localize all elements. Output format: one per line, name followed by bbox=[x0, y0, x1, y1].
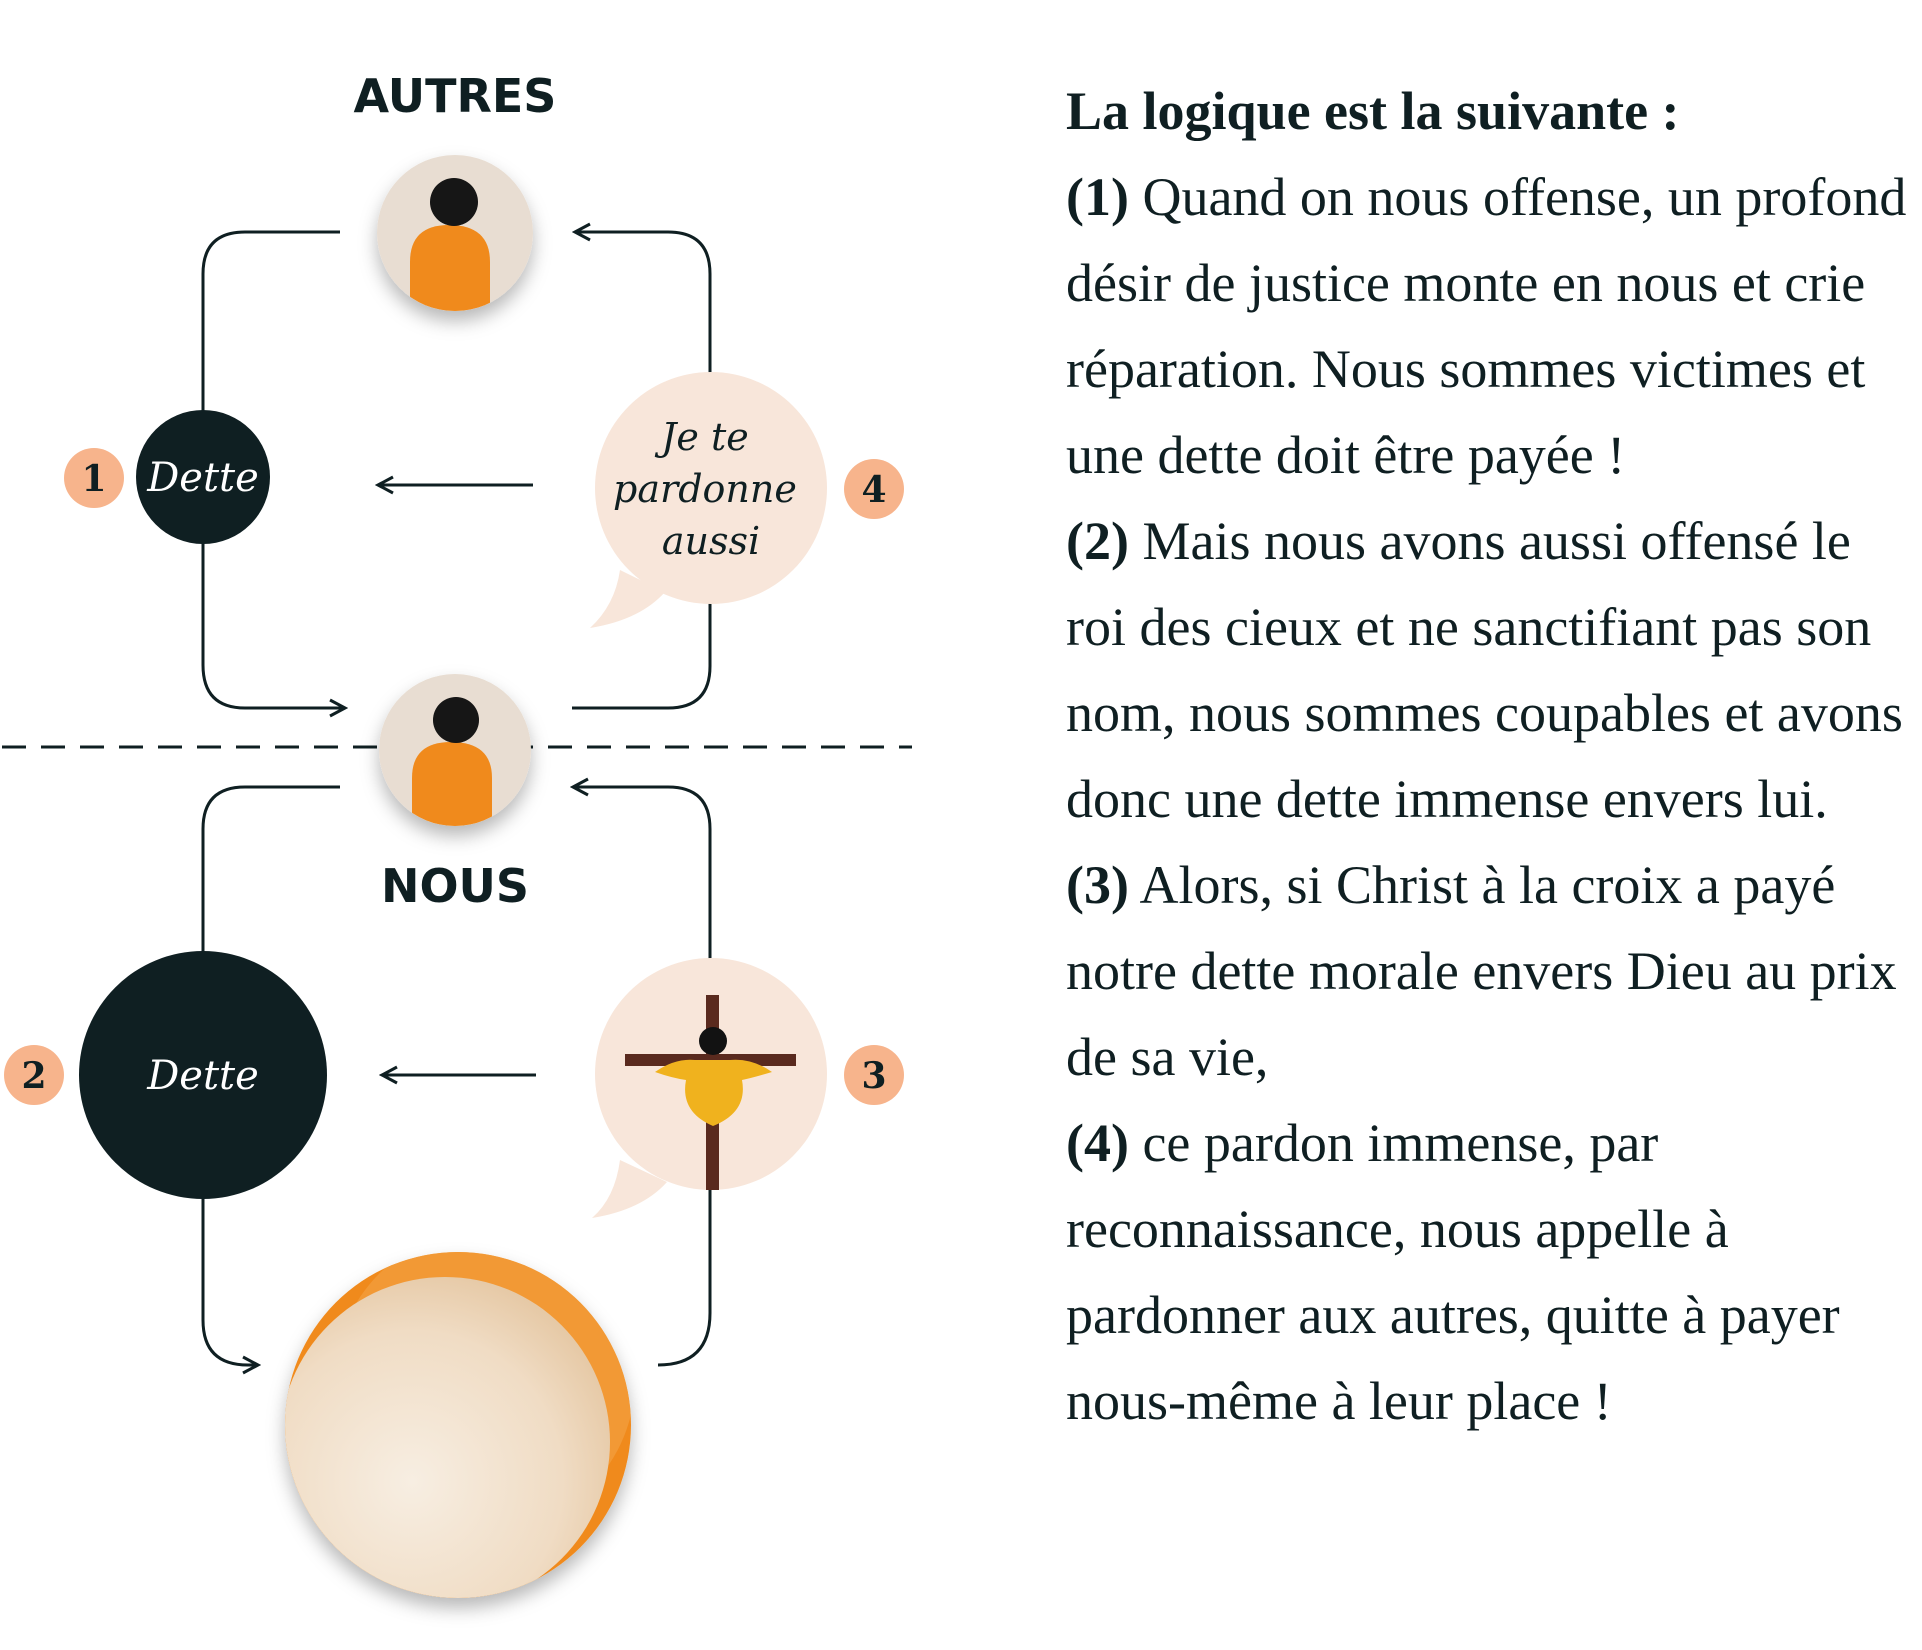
svg-text:2: 2 bbox=[21, 1055, 46, 1097]
person-icon bbox=[412, 742, 492, 826]
point-4: (4) ce pardon immense, par reconnaissanc… bbox=[1066, 1100, 1916, 1444]
crucifix-icon bbox=[625, 995, 796, 1190]
debt-circle-1: Dette bbox=[136, 410, 270, 544]
avatar-us bbox=[379, 674, 531, 826]
point-3-text: Alors, si Christ à la croix a payé notre… bbox=[1066, 855, 1897, 1087]
speech-line-3: aussi bbox=[662, 519, 760, 563]
point-3-marker: (3) bbox=[1066, 855, 1129, 915]
speech-line-2: pardonne bbox=[613, 467, 797, 511]
speech-text: Je te pardonne aussi bbox=[613, 415, 809, 563]
point-2: (2) Mais nous avons aussi offensé le roi… bbox=[1066, 498, 1916, 842]
speech-bubble-icon: Je te pardonne aussi bbox=[590, 372, 827, 628]
point-1: (1) Quand on nous offense, un profond dé… bbox=[1066, 154, 1916, 498]
explanation-heading: La logique est la suivante : bbox=[1066, 81, 1680, 141]
debt-label-1: Dette bbox=[146, 455, 259, 501]
badge-1: 1 bbox=[64, 448, 124, 508]
speech-line-1: Je te bbox=[654, 415, 749, 459]
point-1-text: Quand on nous offense, un profond désir … bbox=[1066, 167, 1907, 485]
point-4-marker: (4) bbox=[1066, 1113, 1129, 1173]
moon-sphere-icon bbox=[285, 1252, 631, 1598]
person-icon bbox=[410, 225, 490, 311]
explanation-text: La logique est la suivante : (1) Quand o… bbox=[1066, 68, 1916, 1444]
svg-text:3: 3 bbox=[861, 1055, 886, 1097]
crucifix-bubble bbox=[592, 958, 827, 1218]
debt-circle-2: Dette bbox=[79, 951, 327, 1199]
label-autres: AUTRES bbox=[354, 69, 557, 123]
point-2-text: Mais nous avons aussi offensé le roi des… bbox=[1066, 511, 1903, 829]
svg-text:1: 1 bbox=[81, 458, 106, 500]
point-1-marker: (1) bbox=[1066, 167, 1129, 227]
badge-4: 4 bbox=[844, 459, 904, 519]
debt-label-2: Dette bbox=[146, 1053, 259, 1099]
svg-text:4: 4 bbox=[861, 469, 886, 511]
connector-bottom-left bbox=[201, 785, 340, 1365]
point-3: (3) Alors, si Christ à la croix a payé n… bbox=[1066, 842, 1916, 1100]
avatar-others bbox=[377, 155, 533, 311]
label-nous: NOUS bbox=[381, 859, 529, 913]
point-2-marker: (2) bbox=[1066, 511, 1129, 571]
point-4-text: ce pardon immense, par reconnaissance, n… bbox=[1066, 1113, 1840, 1431]
badge-3: 3 bbox=[844, 1045, 904, 1105]
badge-2: 2 bbox=[4, 1045, 64, 1105]
